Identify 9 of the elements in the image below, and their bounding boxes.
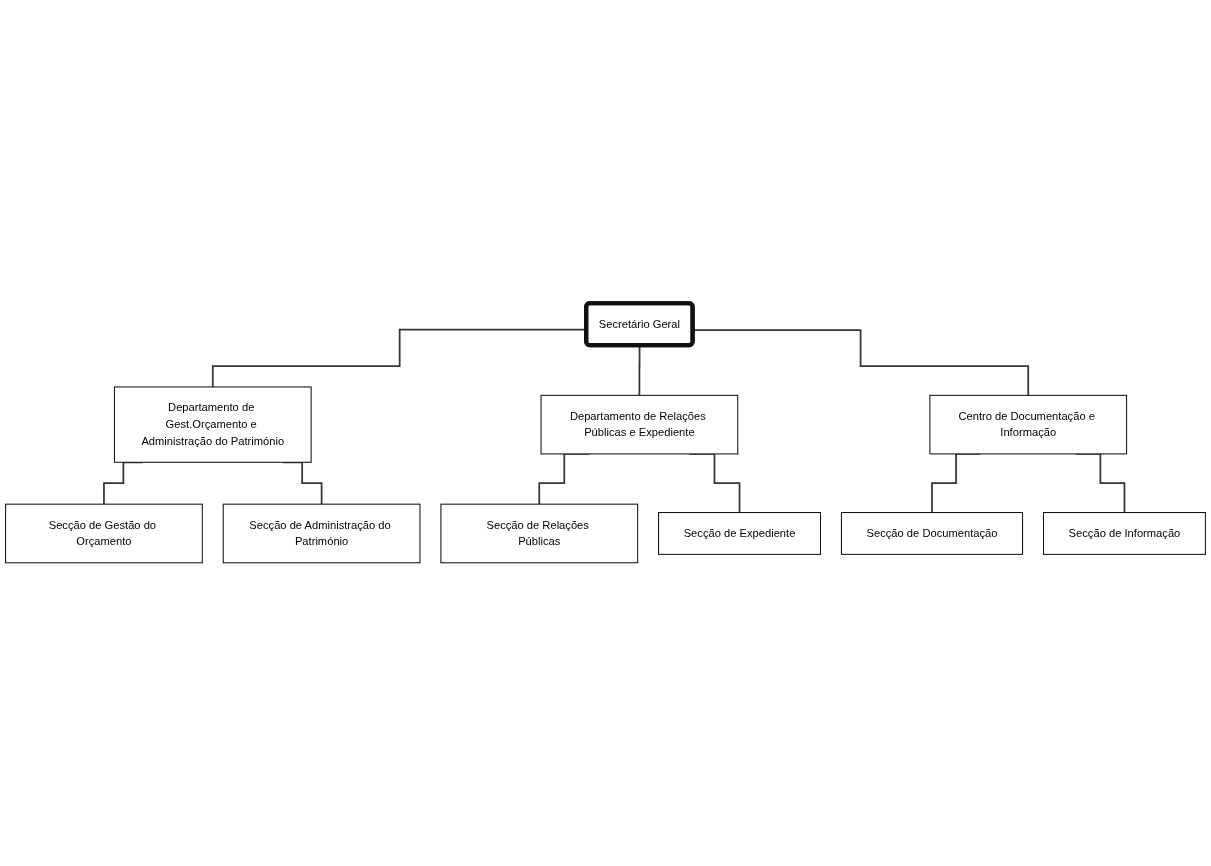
node-box: Secção de Expediente [658, 512, 821, 555]
node-box: Secção de Informação [1042, 512, 1206, 555]
node-box: Centro de Documentação e Informação [929, 394, 1128, 455]
node-box: Secção de Administração do Património [222, 503, 421, 564]
node-box: Secção de Documentação [840, 512, 1024, 555]
node-box: Secção de Gestão do Orçamento [5, 503, 203, 564]
node-box: Departamento de Gest.Orçamento e Administração do Património [113, 386, 312, 463]
node-box: Secção de Relações Públicas [440, 503, 639, 564]
node-box: Departamento de Relações Públicas e Expediente [540, 394, 739, 455]
